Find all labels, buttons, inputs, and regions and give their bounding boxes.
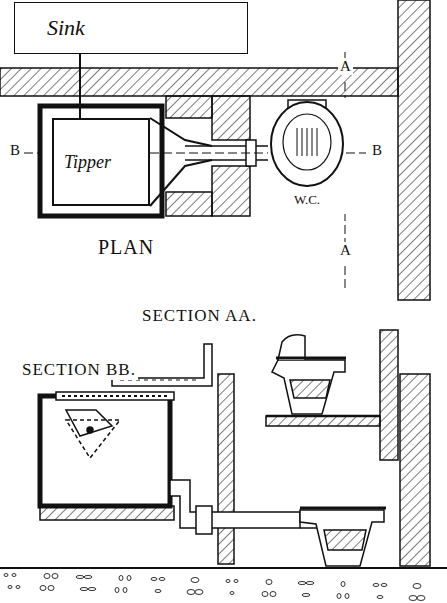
section-lines: [24, 52, 366, 292]
node-label: Sink: [45, 15, 87, 41]
sink-box: Sink: [14, 2, 248, 54]
node-label: W.C.: [292, 192, 322, 208]
section-mark: B: [8, 142, 22, 159]
waste-pipe: [79, 54, 81, 118]
node-label: Tipper: [62, 152, 113, 173]
tipper-pit: [40, 106, 212, 216]
view-title: PLAN: [96, 236, 156, 259]
section-mark: A: [338, 242, 353, 259]
section-mark: A: [338, 58, 353, 75]
section-aa: [266, 330, 398, 460]
ground-stones: [4, 574, 425, 601]
tipper-chamber: Tipper: [52, 118, 150, 206]
view-title: SECTION AA.: [140, 306, 259, 326]
section-mark: B: [370, 142, 384, 159]
section-bb: [0, 344, 447, 568]
drain-pipe-centreline: [150, 153, 268, 154]
view-title: SECTION BB.: [20, 360, 138, 380]
plan-walls: [0, 0, 430, 300]
wc-pan: W.C.: [268, 98, 346, 214]
